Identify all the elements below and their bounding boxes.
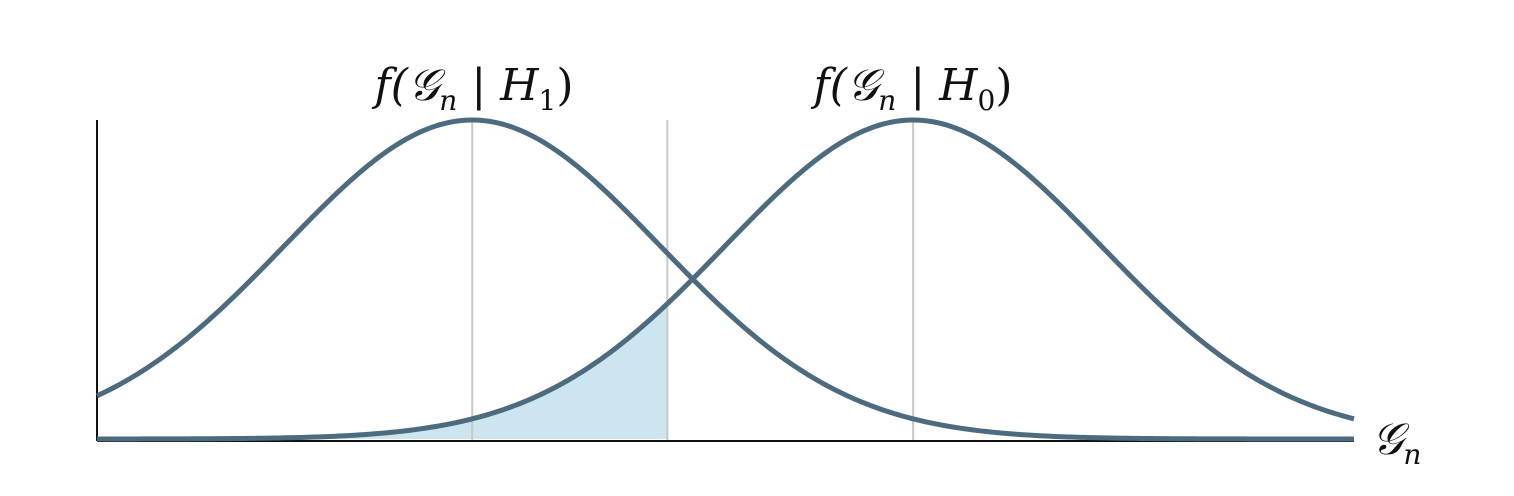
- density-curve-h1: [95, 117, 1354, 442]
- shaded-tail-area: [97, 303, 668, 439]
- x-axis-label: 𝒢n: [1372, 414, 1421, 471]
- series-label-h0: f(𝒢n | H0): [811, 60, 1013, 117]
- density-curve-h0: [96, 117, 1355, 442]
- series-label-h1: f(𝒢n | H1): [372, 60, 574, 117]
